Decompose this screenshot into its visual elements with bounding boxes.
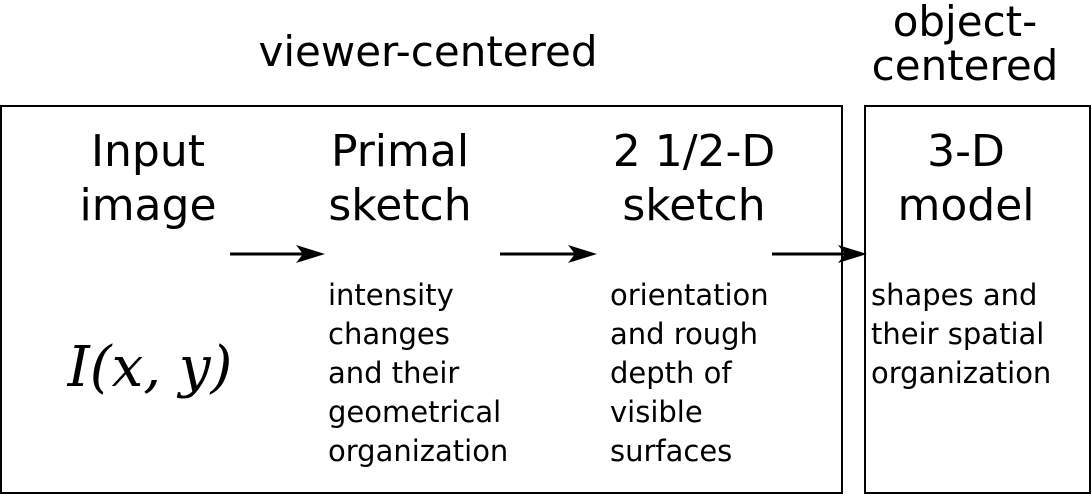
object-centered-label-line-1: object- bbox=[892, 0, 1038, 46]
stage-2-5d-sketch-description: orientation and rough depth of visible s… bbox=[610, 276, 769, 471]
stage-3d-model-description: shapes and their spatial organization bbox=[871, 276, 1051, 393]
object-centered-label-line-2: centered bbox=[871, 41, 1059, 90]
description-line: intensity bbox=[328, 278, 454, 312]
description-line: changes bbox=[328, 317, 450, 351]
input-image-formula: I(x, y) bbox=[67, 335, 233, 400]
description-line: orientation bbox=[610, 278, 769, 312]
stage-3d-model-title: 3-D model bbox=[866, 125, 1066, 233]
description-line: visible bbox=[610, 395, 703, 429]
stage-primal-sketch-description: intensity changes and their geometrical … bbox=[328, 276, 508, 471]
viewer-centered-label: viewer-centered bbox=[258, 27, 598, 76]
stage-title-line: 2 1/2-D bbox=[612, 126, 776, 177]
stage-title-line: 3-D bbox=[927, 126, 1005, 177]
arrow-primal-to-2-5d bbox=[500, 245, 597, 263]
stage-title-line: Primal bbox=[330, 126, 470, 177]
description-line: geometrical bbox=[328, 395, 502, 429]
description-line: depth of bbox=[610, 356, 732, 390]
object-centered-frame bbox=[864, 105, 1091, 494]
stage-title-line: image bbox=[79, 180, 217, 231]
description-line: and their bbox=[328, 356, 460, 390]
stage-title-line: Input bbox=[91, 126, 205, 177]
stage-title-line: sketch bbox=[622, 180, 766, 231]
stage-2-5d-sketch-title: 2 1/2-D sketch bbox=[586, 125, 802, 233]
description-line: and rough bbox=[610, 317, 758, 351]
arrow-input-to-primal bbox=[230, 245, 325, 263]
description-line: shapes and bbox=[871, 278, 1038, 312]
stage-primal-sketch-title: Primal sketch bbox=[300, 125, 500, 233]
object-centered-label: object- centered bbox=[862, 0, 1068, 88]
stage-input-image-title: Input image bbox=[48, 125, 248, 233]
description-line: surfaces bbox=[610, 434, 733, 468]
stage-title-line: model bbox=[897, 180, 1035, 231]
viewer-centered-frame bbox=[0, 105, 843, 494]
stage-title-line: sketch bbox=[328, 180, 472, 231]
arrow-2-5d-to-3d bbox=[772, 245, 867, 263]
description-line: their spatial bbox=[871, 317, 1045, 351]
description-line: organization bbox=[871, 356, 1052, 390]
description-line: organization bbox=[328, 434, 509, 468]
